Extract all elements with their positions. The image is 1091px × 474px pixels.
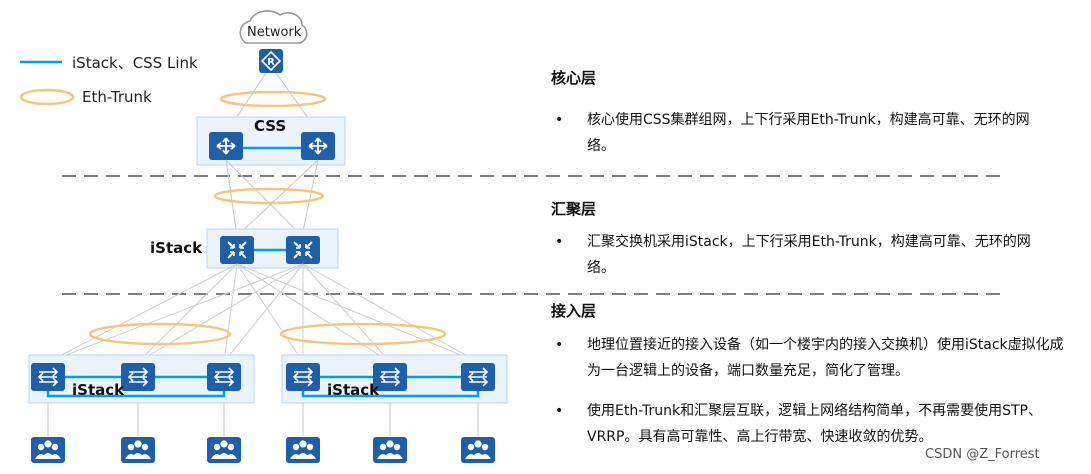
router-core-trunk — [219, 90, 327, 108]
core-cluster-label: CSS — [254, 117, 287, 135]
bullet-dot: • — [555, 403, 564, 419]
cloud-icon — [239, 10, 308, 44]
core-switch-icon — [300, 131, 336, 161]
bullet-dot: • — [555, 234, 564, 250]
router-icon — [258, 48, 284, 74]
aggregation-layer-text: 汇聚交换机采用iStack，上下行采用Eth-Trunk，构建高可靠、无环的网络… — [587, 234, 1031, 276]
user-group-icon — [121, 437, 155, 463]
access-user-links — [47, 403, 479, 436]
bullet-dot: • — [555, 112, 564, 128]
user-group-icon — [461, 437, 495, 463]
access-stack-right-label: iStack — [327, 381, 380, 399]
access-switch-icon — [30, 362, 66, 392]
access-layer-title: 接入层 — [551, 302, 597, 320]
core-switch-icon — [208, 131, 244, 161]
bullet-dot: • — [555, 337, 564, 353]
agg-stack-label: iStack — [150, 239, 203, 257]
agg-access-trunk-right — [279, 322, 447, 346]
core-layer-title: 核心层 — [551, 69, 597, 87]
core-agg-links — [225, 159, 319, 237]
legend-trunk-ellipse — [19, 88, 75, 106]
core-layer-text: 核心使用CSS集群组网，上下行采用Eth-Trunk，构建高可靠、无环的网络。 — [587, 112, 1030, 154]
legend-link-label: iStack、CSS Link — [72, 54, 198, 72]
aggregation-switch-icon — [219, 235, 255, 265]
core-agg-trunk — [213, 187, 325, 205]
access-istack-links — [46, 375, 480, 398]
access-layer-text-1: 地理位置接近的接入设备（如一个楼宇内的接入交换机）使用iStack虚拟化成为一台… — [587, 337, 1064, 379]
aggregation-layer-title: 汇聚层 — [551, 200, 597, 218]
user-group-icon — [286, 437, 320, 463]
access-switch-icon — [206, 362, 242, 392]
access-layer-text-2: 使用Eth-Trunk和汇聚层互联，逻辑上网络结构简单，不再需要使用STP、VR… — [587, 403, 1042, 445]
legend-trunk-label: Eth-Trunk — [82, 88, 152, 106]
user-group-icon — [31, 437, 65, 463]
access-switch-icon — [285, 362, 321, 392]
watermark: CSDN @Z_Forrest — [925, 447, 1040, 462]
agg-access-trunk-left — [88, 322, 232, 346]
network-label: Network — [247, 25, 302, 40]
agg-access-links — [47, 263, 479, 363]
access-switch-icon — [460, 362, 496, 392]
access-switch-icon — [120, 362, 156, 392]
user-group-icon — [373, 437, 407, 463]
access-stack-left-label: iStack — [72, 381, 125, 399]
user-group-icon — [207, 437, 241, 463]
aggregation-switch-icon — [285, 235, 321, 265]
